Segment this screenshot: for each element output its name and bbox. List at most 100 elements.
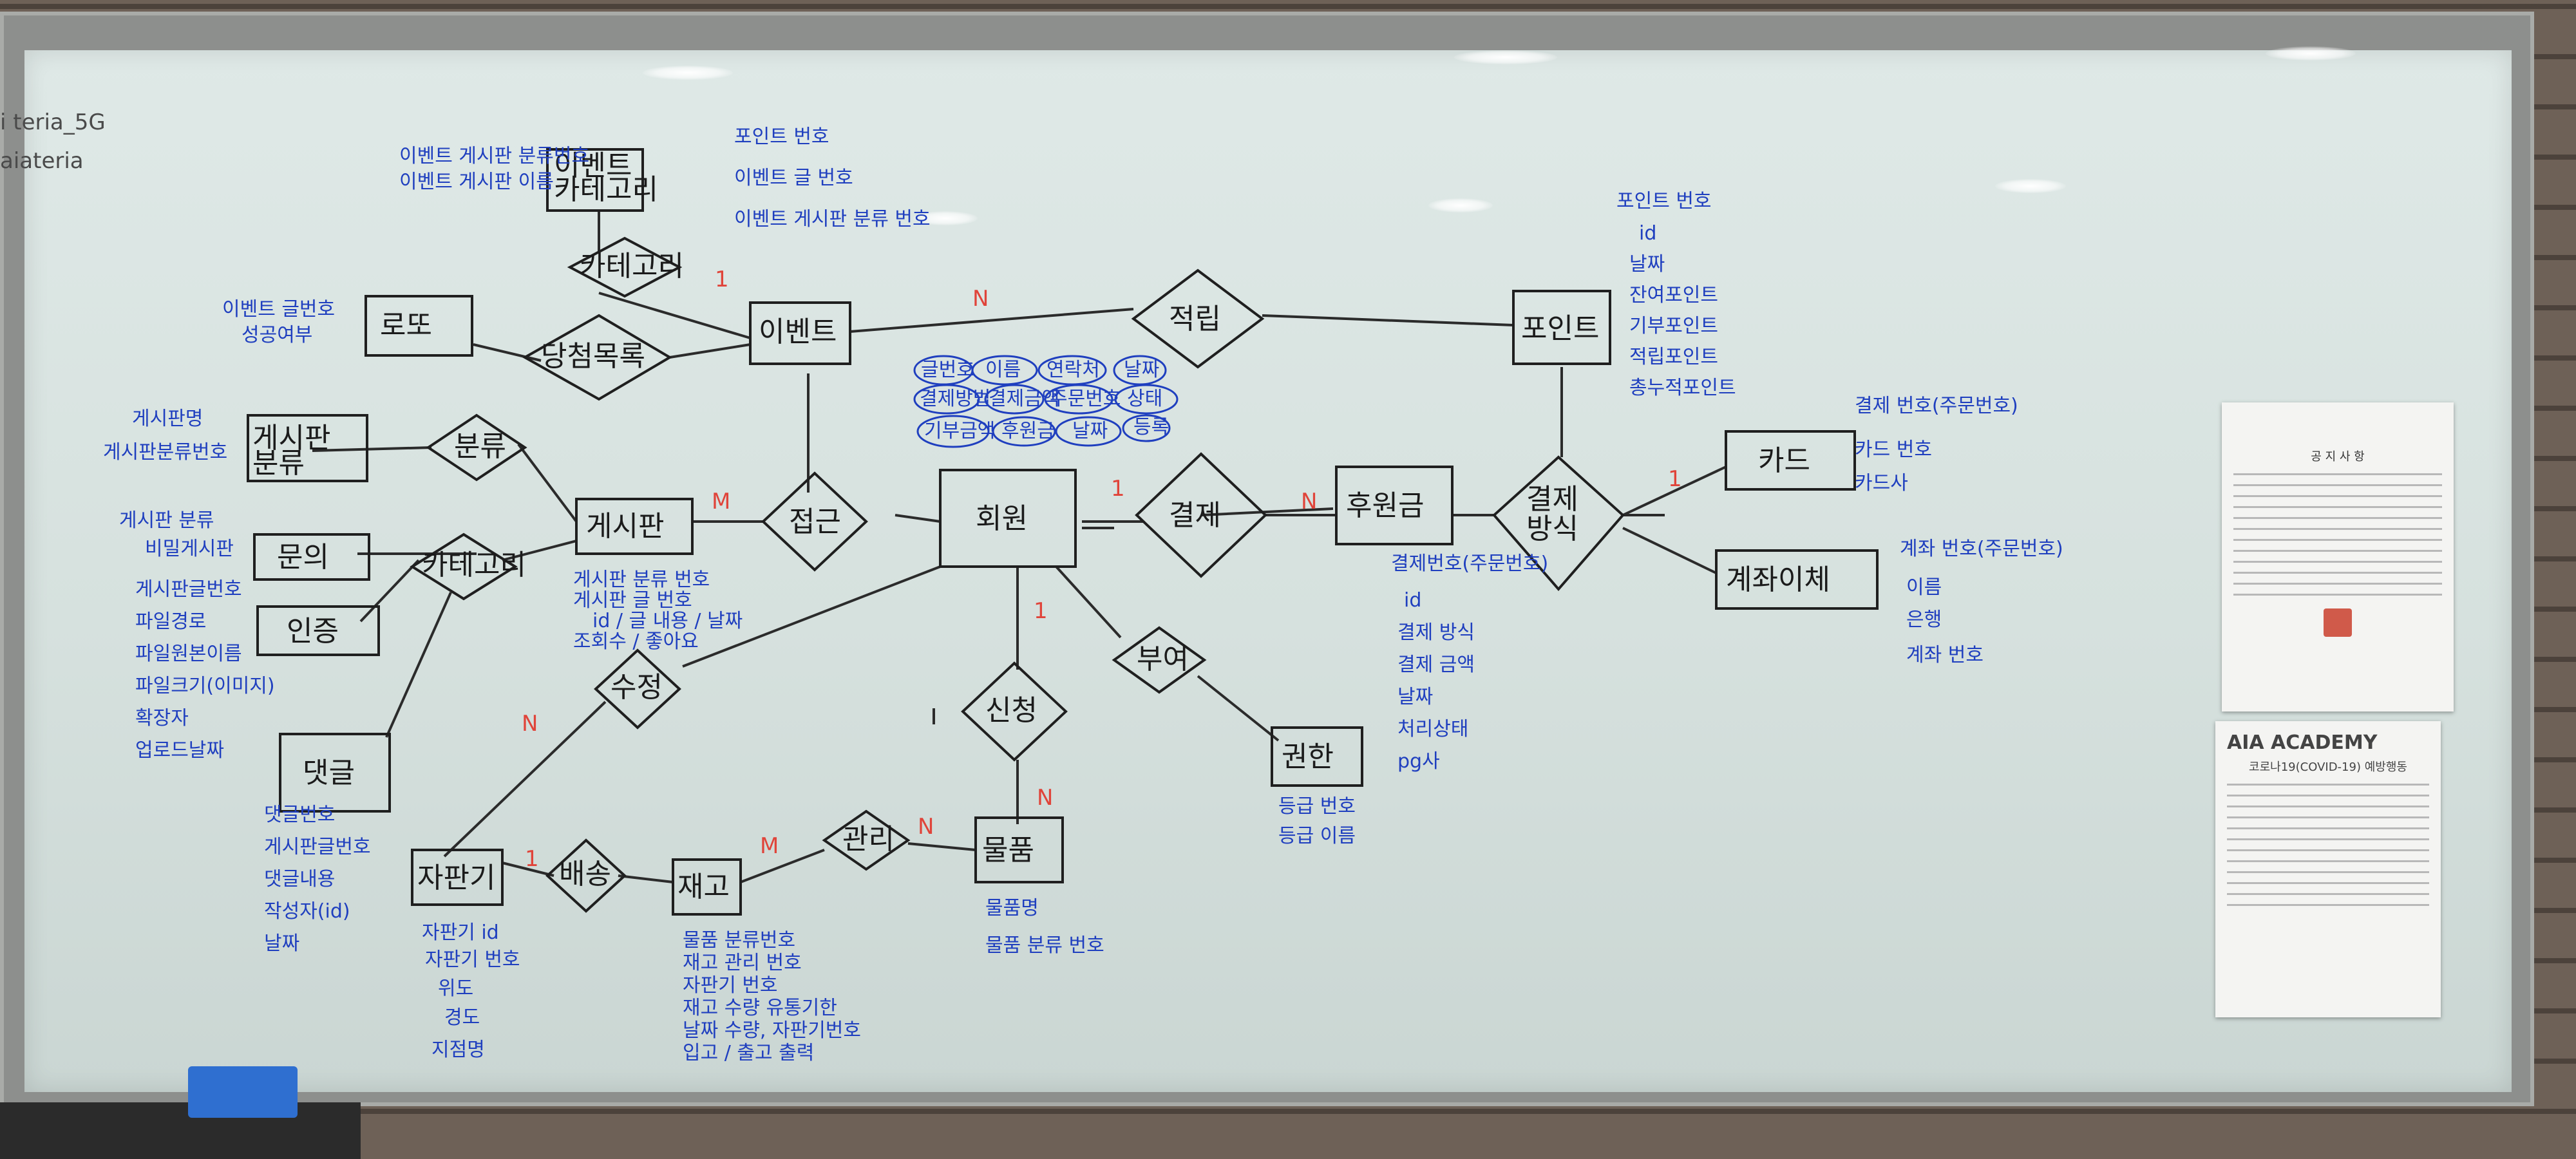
attr: 이벤트 게시판 분류 번호 xyxy=(734,208,931,231)
attr: 게시판 분류 xyxy=(119,509,214,532)
attr: 카드 번호 xyxy=(1855,438,1932,461)
attr: 이벤트 게시판 분류번호 xyxy=(399,145,589,167)
attr: 물품명 xyxy=(985,897,1039,919)
cardinality-mark: 1 xyxy=(1668,466,1682,492)
attr: 날짜 수량, 자판기번호 xyxy=(683,1019,861,1042)
aia-academy-paper: AIA ACADEMY 코로나19(COVID-19) 예방행동 xyxy=(2215,721,2441,1017)
bubble-label: 등록 xyxy=(1133,416,1169,438)
rel-label: 수정 xyxy=(611,671,663,704)
attr: id xyxy=(1404,589,1421,612)
entity-member: 회원 xyxy=(939,469,1077,568)
attrs-event-category: 이벤트 게시판 분류번호 이벤트 게시판 이름 xyxy=(399,145,589,193)
attr: 게시판글번호 xyxy=(264,836,371,858)
rel-label: 카테고리 xyxy=(580,250,684,283)
marker-tray xyxy=(0,1102,361,1159)
entity-comment: 댓글 xyxy=(279,733,391,813)
attr: 날짜 xyxy=(1397,686,1433,708)
entity-event: 이벤트 xyxy=(749,301,851,365)
bubble-notes xyxy=(913,355,1179,448)
entity-point: 포인트 xyxy=(1512,290,1611,365)
bubble-label: 결제방법 xyxy=(920,388,990,410)
entity-vending: 자판기 xyxy=(411,849,504,906)
rel-manage: 관리 xyxy=(822,809,911,871)
attr: 입고 / 출고 출력 xyxy=(683,1042,814,1064)
whiteboard-eraser[interactable] xyxy=(188,1066,298,1118)
ceiling-light-reflection xyxy=(1454,50,1557,64)
attr: 게시판글번호 xyxy=(135,578,242,601)
attr: 잔여포인트 xyxy=(1629,284,1718,306)
entity-label: 댓글 xyxy=(303,757,355,789)
entity-card: 카드 xyxy=(1725,430,1856,491)
attr: 물품 분류 번호 xyxy=(985,934,1104,957)
entity-item: 물품 xyxy=(974,816,1064,883)
rel-category: 카테고리 xyxy=(567,236,684,298)
corner-note: i teria_5G aiateria xyxy=(0,109,106,174)
entity-label: 포인트 xyxy=(1521,312,1599,345)
rel-label: 신청 xyxy=(985,694,1037,727)
attr: 게시판 분류 번호 xyxy=(573,569,710,591)
attr: 결제 번호(주문번호) xyxy=(1855,395,2018,417)
attr: id xyxy=(1639,222,1656,245)
bubble-label: 상태 xyxy=(1127,388,1162,410)
rel-label: 접근 xyxy=(789,505,841,538)
attr: 업로드날짜 xyxy=(135,739,224,762)
attr: 계좌 번호 xyxy=(1906,644,1984,666)
ceiling-light-reflection xyxy=(643,66,733,80)
attrs-inquiry: 게시판 분류 비밀게시판 xyxy=(119,509,234,560)
entity-stock: 재고 xyxy=(672,858,742,916)
rel-pay: 결제 xyxy=(1135,452,1267,578)
bubble-label: 후원금 xyxy=(1001,420,1055,442)
attr: 등급 이름 xyxy=(1278,825,1356,847)
attr: 재고 관리 번호 xyxy=(683,952,802,974)
rel-label: 부여 xyxy=(1137,643,1189,675)
attrs-card: 결제 번호(주문번호) 카드 번호 카드사 xyxy=(1855,395,2018,495)
attr: 물품 분류번호 xyxy=(683,929,795,952)
attr: 날짜 xyxy=(1629,253,1665,276)
entity-auth: 인증 xyxy=(256,605,380,656)
cardinality-mark: N xyxy=(1037,785,1053,811)
rel-label: 당첨목록 xyxy=(541,340,645,373)
entity-label: 카드 xyxy=(1758,444,1810,477)
attr: 게시판명 xyxy=(132,408,203,430)
entity-label: 후원금 xyxy=(1346,489,1424,522)
entity-transfer: 계좌이체 xyxy=(1715,549,1879,610)
attr: 날짜 xyxy=(264,932,299,955)
entity-label: 인증 xyxy=(287,615,339,648)
notice-title: 공 지 사 항 xyxy=(2311,450,2365,464)
attr: 등급 번호 xyxy=(1278,795,1356,818)
attr: 자판기 번호 xyxy=(683,974,778,997)
attr: 카드사 xyxy=(1855,472,1908,495)
rel-label: 배송 xyxy=(559,858,611,890)
attrs-stock: 물품 분류번호 재고 관리 번호 자판기 번호 재고 수량 유통기한 날짜 수량… xyxy=(683,929,861,1064)
entity-permission: 권한 xyxy=(1271,726,1363,787)
attr: 기부포인트 xyxy=(1629,315,1718,337)
attr: 게시판분류번호 xyxy=(103,441,227,464)
stamp xyxy=(2324,608,2352,637)
bubble-label: 날짜 xyxy=(1072,420,1108,442)
cardinality-mark: N xyxy=(972,286,989,312)
corner-note-line: i teria_5G xyxy=(0,109,106,135)
rel-win: 당첨목록 xyxy=(522,314,672,401)
entity-label: 문의 xyxy=(277,541,329,574)
attribute-notes: 이벤트 게시판 분류번호 이벤트 게시판 이름 포인트 번호 이벤트 글 번호 … xyxy=(103,126,2063,1064)
notice-paper: 공 지 사 항 xyxy=(2222,402,2454,711)
attr: 자판기 번호 xyxy=(425,948,520,971)
rel-role: 부여 xyxy=(1112,626,1207,694)
attr: 비밀게시판 xyxy=(145,538,234,560)
rel-label: 관리 xyxy=(842,823,895,856)
attr: 경도 xyxy=(444,1006,480,1029)
attrs-permission: 등급 번호 등급 이름 xyxy=(1278,795,1356,847)
entity-label: 자판기 xyxy=(417,862,495,894)
bubble-label: 날짜 xyxy=(1124,359,1159,381)
entity-label: 이벤트 xyxy=(759,316,837,348)
bubble-note-labels: 글번호 이름 연락처 날짜 결제방법 결제금액 주문번호 상태 기부금액 후원금… xyxy=(920,359,1169,442)
attrs-auth: 게시판글번호 파일경로 파일원본이름 파일크기(이미지) 확장자 업로드날짜 xyxy=(135,578,275,762)
relationship-lines xyxy=(312,209,1727,883)
bubble-label: 글번호 xyxy=(921,359,974,381)
rel-label: 적립 xyxy=(1169,303,1221,335)
